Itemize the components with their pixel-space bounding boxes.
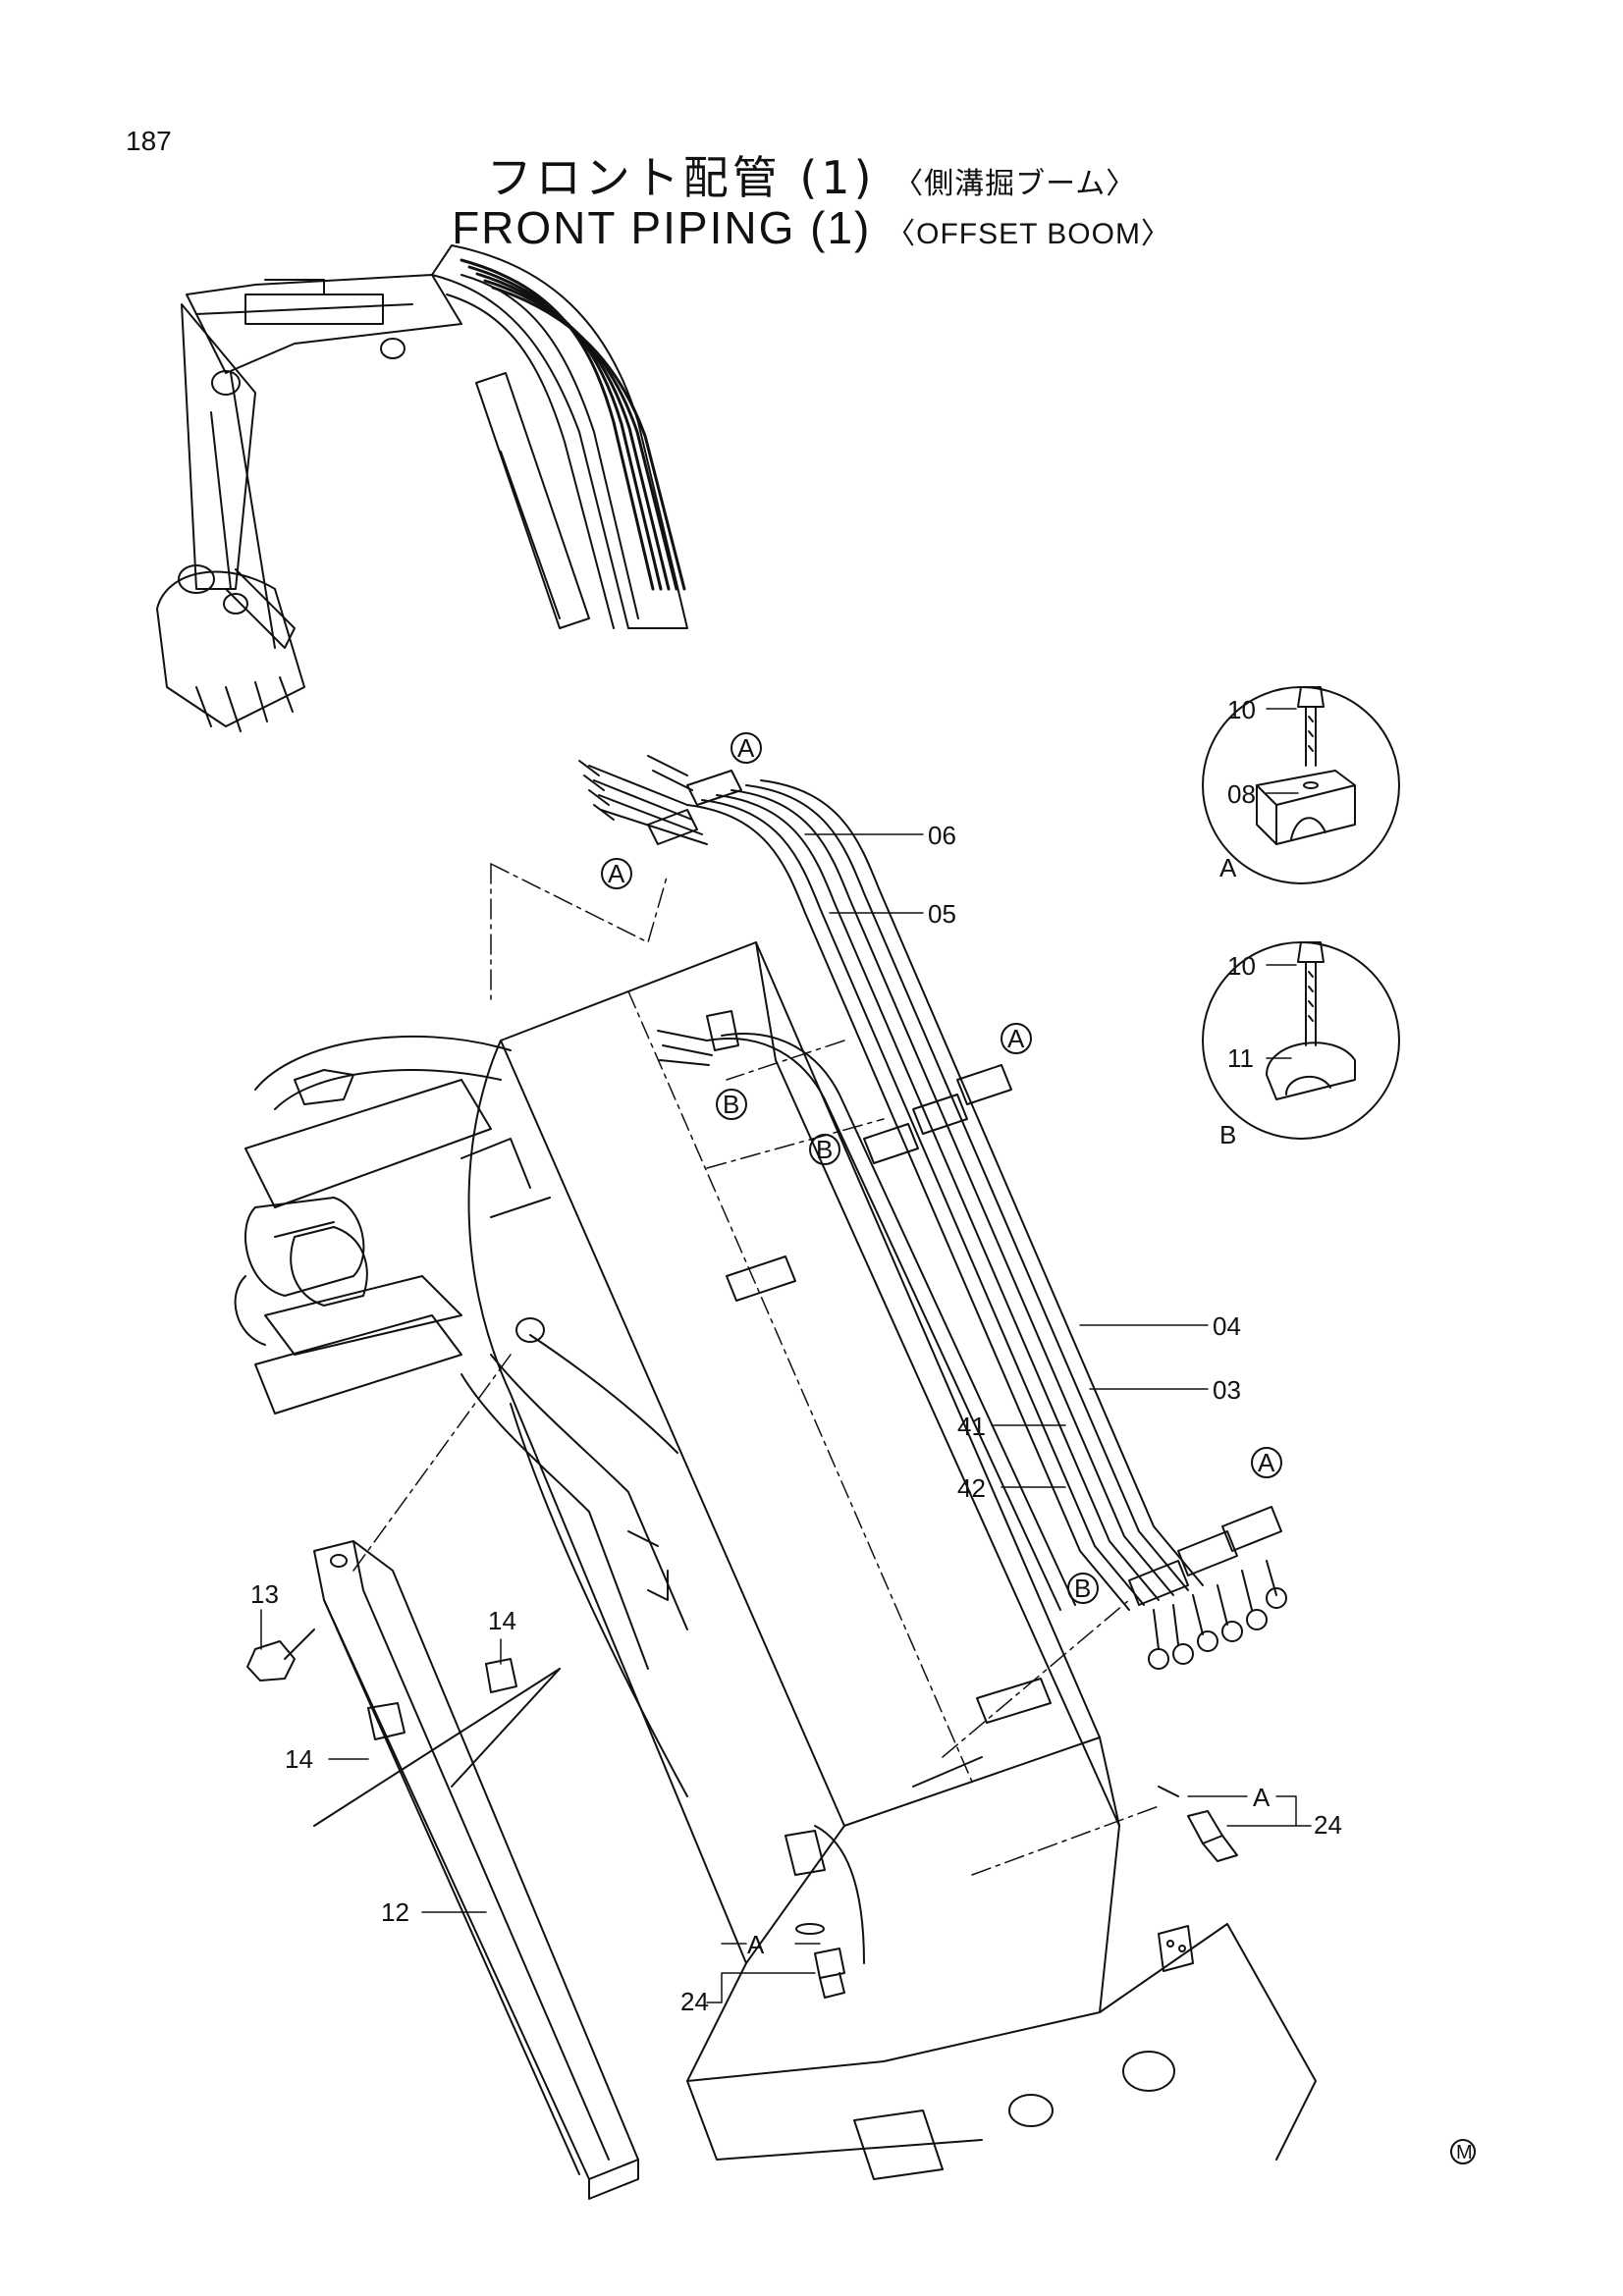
callout-a-3: A: [1007, 1024, 1025, 1053]
corner-mark: M: [1456, 2142, 1473, 2163]
part-label-08: 08: [1227, 779, 1256, 809]
callout-a-4: A: [1258, 1448, 1275, 1477]
callout-a-2: A: [608, 859, 625, 888]
diagram-labels: 06 05 04 03 41 42 13 14 14 12 24 24 10 0…: [250, 695, 1473, 2163]
callout-b-2: B: [816, 1135, 833, 1164]
cover-part-12: [313, 1540, 639, 2200]
bracket-label-a-lower: A: [747, 1930, 765, 1959]
part-label-41: 41: [957, 1412, 986, 1441]
title-english-main: FRONT PIPING (1): [452, 202, 872, 253]
cushion-14: [313, 1658, 561, 1827]
part-label-05: 05: [928, 899, 956, 929]
part-label-42: 42: [957, 1473, 986, 1503]
boom-hoses: [578, 755, 1287, 1670]
offset-linkage: [234, 1035, 688, 1670]
detail-view-label-b: B: [1219, 1120, 1236, 1149]
title-english-sub: 〈OFFSET BOOM〉: [886, 218, 1171, 250]
callout-circles: [601, 732, 1476, 2164]
main-boom: [467, 941, 1317, 2180]
title-japanese: フロント配管 (1) 〈側溝掘ブーム〉: [0, 142, 1623, 207]
part-label-12: 12: [381, 1897, 409, 1927]
title-japanese-main: フロント配管 (1): [486, 151, 876, 204]
part-label-06: 06: [928, 821, 956, 850]
callout-b-3: B: [1074, 1574, 1091, 1603]
detail-circle-a: [1202, 686, 1400, 884]
part-label-24-lower: 24: [680, 1987, 709, 2016]
detail-circle-b: [1202, 941, 1400, 1140]
fitting-24-lower: [784, 1825, 865, 1999]
part-label-24-upper: 24: [1314, 1810, 1342, 1840]
detail-view-label-a: A: [1219, 853, 1237, 882]
part-label-10-detail-b: 10: [1227, 951, 1256, 981]
callout-b-1: B: [723, 1090, 739, 1119]
title-english: FRONT PIPING (1) 〈OFFSET BOOM〉: [0, 201, 1623, 254]
part-label-14-lower: 14: [285, 1744, 313, 1774]
part-label-14-upper: 14: [488, 1606, 516, 1635]
part-label-10-detail-a: 10: [1227, 695, 1256, 724]
overview-excavator: [156, 244, 688, 732]
bolt-13: [246, 1629, 315, 1682]
bracket-label-a-upper: A: [1253, 1783, 1271, 1812]
part-leaders: [260, 708, 1312, 2003]
part-label-04: 04: [1213, 1311, 1241, 1341]
part-label-13: 13: [250, 1579, 279, 1609]
part-label-11: 11: [1227, 1043, 1254, 1073]
callout-a-1: A: [737, 733, 755, 763]
page-number: 187: [126, 126, 172, 156]
leader-lines: [352, 863, 1160, 1876]
title-japanese-sub: 〈側溝掘ブーム〉: [893, 167, 1137, 201]
fitting-24-upper: [1158, 1786, 1238, 1862]
part-label-03: 03: [1213, 1375, 1241, 1405]
